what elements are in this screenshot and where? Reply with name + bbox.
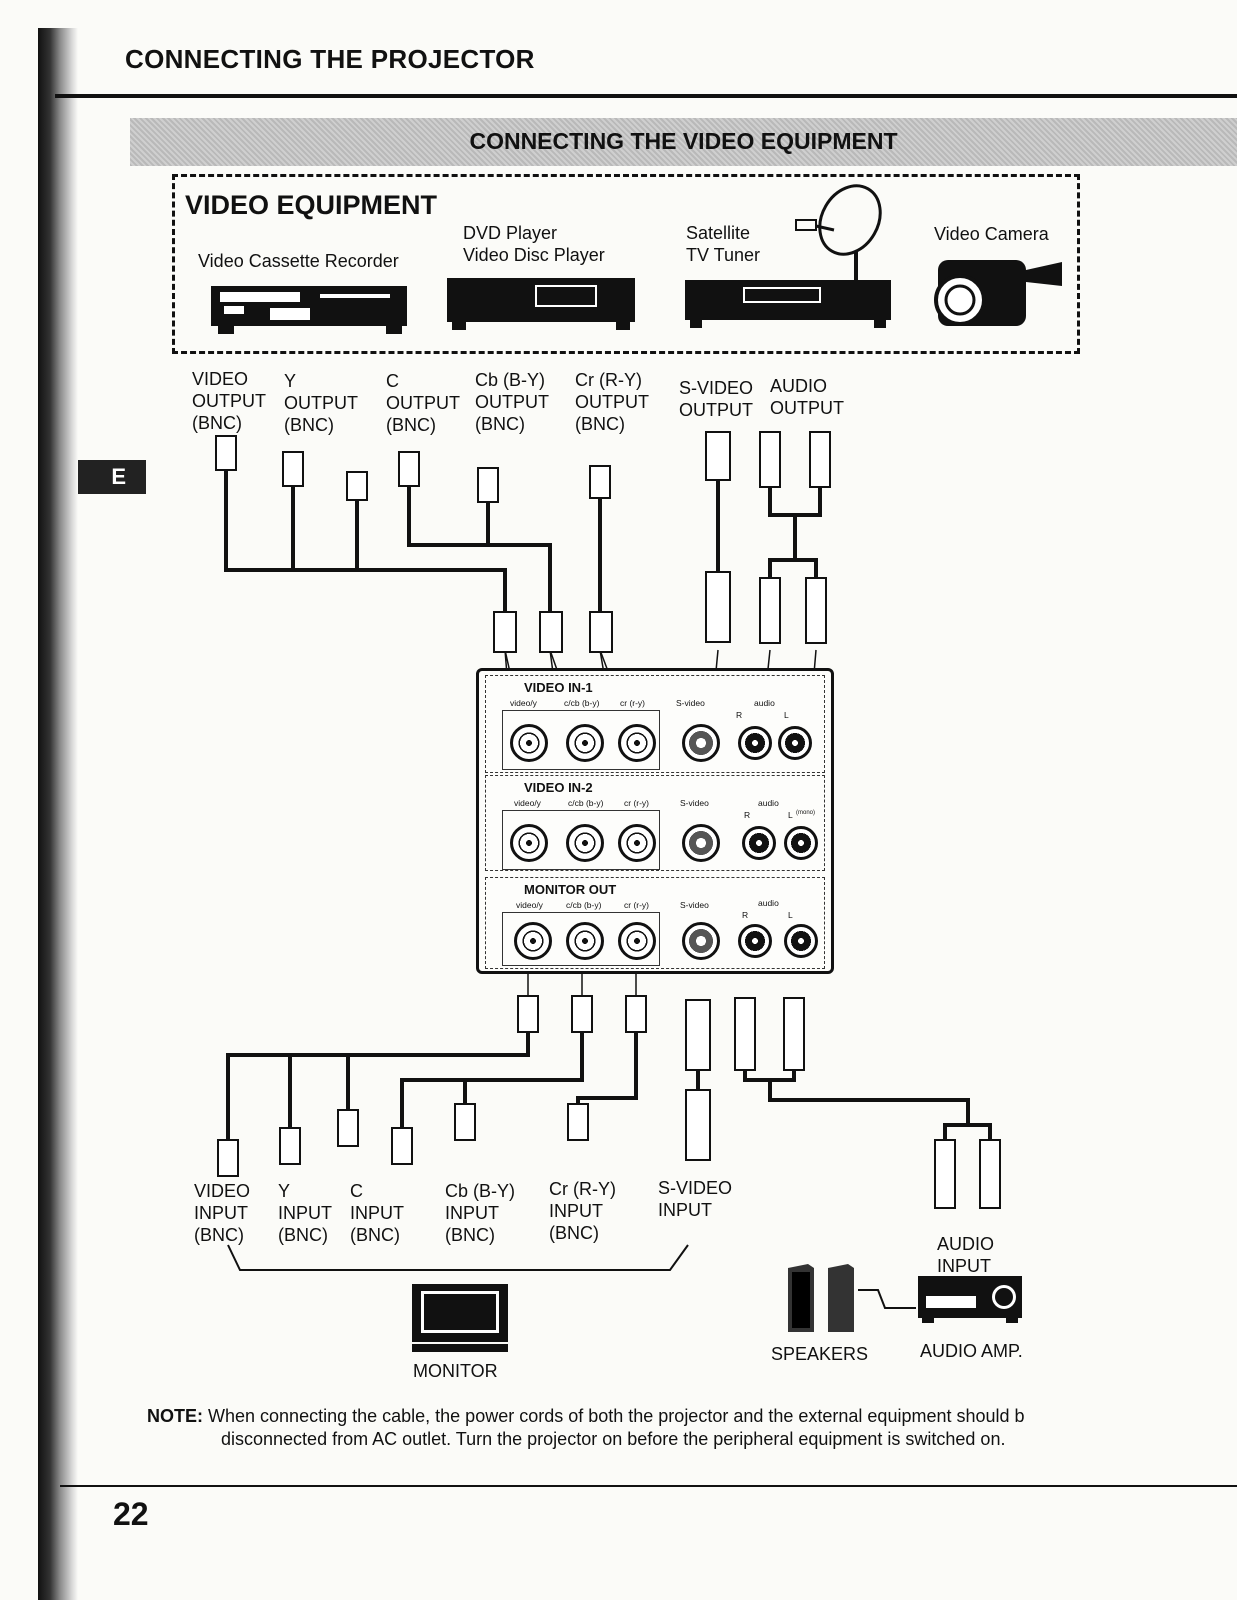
note-paragraph: NOTE: When connecting the cable, the pow… — [147, 1405, 1237, 1451]
speakers-icon — [788, 1264, 854, 1332]
projector-terminal-panel: VIDEO IN-1 video/y c/cb (b-y) cr (r-y) S… — [476, 668, 834, 974]
monitor-label: MONITOR — [413, 1361, 498, 1381]
in2-cb-label: c/cb (b-y) — [568, 798, 604, 808]
cb-input-label: Cb (B-Y) INPUT (BNC) — [445, 1181, 516, 1245]
footer-rule — [60, 1485, 1237, 1487]
speakers-label: SPEAKERS — [771, 1344, 869, 1364]
in2-audio-r-jack — [742, 826, 776, 860]
out-svideo-label: S-video — [680, 900, 709, 910]
binding-spine — [38, 28, 78, 1600]
page-title: CONNECTING THE PROJECTOR — [125, 44, 535, 74]
video-equipment-box — [172, 174, 1080, 354]
monitor-out-title: MONITOR OUT — [524, 882, 617, 897]
out-component-group — [502, 912, 660, 966]
y-output-label: Y OUTPUT (BNC) — [284, 371, 358, 435]
in1-audio-l-jack — [778, 726, 812, 760]
c-output-label: C OUTPUT (BNC) — [386, 371, 460, 435]
monitor-icon — [412, 1284, 508, 1352]
section-title: CONNECTING THE VIDEO EQUIPMENT — [469, 128, 898, 154]
video-in-2-title: VIDEO IN-2 — [524, 780, 593, 795]
cb-output-label: Cb (B-Y) OUTPUT (BNC) — [475, 370, 549, 434]
video-camera-icon — [934, 260, 1062, 326]
monitor-out-section: MONITOR OUT video/y c/cb (b-y) cr (r-y) … — [485, 877, 825, 969]
out-l-label: L — [788, 910, 793, 920]
vcr-icon — [211, 286, 407, 334]
language-tab: E — [78, 460, 146, 494]
in2-component-group — [502, 810, 660, 870]
in1-cr-jack — [618, 724, 656, 762]
in1-video-y-jack — [510, 724, 548, 762]
in1-svideo-jack — [682, 724, 720, 762]
header-rule — [55, 94, 1237, 98]
note-label: NOTE: — [147, 1406, 203, 1426]
satellite-tuner-icon — [685, 184, 891, 328]
in2-r-label: R — [744, 810, 751, 820]
in1-cb-jack — [566, 724, 604, 762]
audio-amp-label: AUDIO AMP. — [920, 1341, 1023, 1361]
note-line-1: When connecting the cable, the power cor… — [208, 1406, 1025, 1426]
out-cr-label: cr (r-y) — [624, 900, 650, 910]
cr-input-label: Cr (R-Y) INPUT (BNC) — [549, 1179, 616, 1243]
in2-cr-label: cr (r-y) — [624, 798, 650, 808]
in1-svideo-label: S-video — [676, 698, 705, 708]
out-cb-jack — [566, 922, 604, 960]
in2-mono-label: (mono) — [796, 810, 816, 816]
svideo-output-label: S-VIDEO OUTPUT — [679, 378, 754, 420]
in2-video-y-label: video/y — [514, 798, 541, 808]
video-in-1-section: VIDEO IN-1 video/y c/cb (b-y) cr (r-y) S… — [485, 675, 825, 773]
audio-input-label: AUDIO INPUT — [937, 1234, 995, 1276]
section-band: CONNECTING THE VIDEO EQUIPMENT — [130, 118, 1237, 166]
video-in-2-section: VIDEO IN-2 video/y c/cb (b-y) cr (r-y) S… — [485, 775, 825, 871]
camera-label: Video Camera — [934, 224, 1049, 244]
out-cr-jack — [618, 922, 656, 960]
satellite-label: Satellite TV Tuner — [686, 223, 761, 265]
in1-audio-r-jack — [738, 726, 772, 760]
y-input-label: Y INPUT (BNC) — [278, 1181, 332, 1245]
video-equipment-heading: VIDEO EQUIPMENT — [185, 190, 438, 220]
out-audio-r-jack — [738, 924, 772, 958]
in2-video-y-jack — [510, 824, 548, 862]
audio-amp-icon — [918, 1276, 1022, 1323]
video-input-label: VIDEO INPUT (BNC) — [194, 1181, 251, 1245]
vcr-label: Video Cassette Recorder — [198, 251, 399, 271]
page-number: 22 — [113, 1496, 149, 1532]
note-line-2: disconnected from AC outlet. Turn the pr… — [221, 1429, 1006, 1449]
in2-audio-l-jack — [784, 826, 818, 860]
in2-cb-jack — [566, 824, 604, 862]
video-output-label: VIDEO OUTPUT (BNC) — [192, 369, 266, 433]
out-svideo-jack — [682, 922, 720, 960]
cr-output-label: Cr (R-Y) OUTPUT (BNC) — [575, 370, 649, 434]
out-r-label: R — [742, 910, 749, 920]
c-input-label: C INPUT (BNC) — [350, 1181, 404, 1245]
out-video-y-jack — [514, 922, 552, 960]
in2-svideo-jack — [682, 824, 720, 862]
out-cb-label: c/cb (b-y) — [566, 900, 602, 910]
in1-video-y-label: video/y — [510, 698, 537, 708]
out-audio-label: audio — [758, 898, 779, 908]
out-audio-l-jack — [784, 924, 818, 958]
in1-audio-label: audio — [754, 698, 775, 708]
in1-cb-label: c/cb (b-y) — [564, 698, 600, 708]
in1-component-group — [502, 710, 660, 770]
dvd-label: DVD Player Video Disc Player — [463, 223, 605, 265]
in2-cr-jack — [618, 824, 656, 862]
in2-l-label: L — [788, 810, 793, 820]
in2-svideo-label: S-video — [680, 798, 709, 808]
in1-r-label: R — [736, 710, 743, 720]
dvd-player-icon — [447, 278, 635, 330]
in1-l-label: L — [784, 710, 789, 720]
out-video-y-label: video/y — [516, 900, 543, 910]
video-in-1-title: VIDEO IN-1 — [524, 680, 593, 695]
audio-output-label: AUDIO OUTPUT — [770, 376, 844, 418]
in1-cr-label: cr (r-y) — [620, 698, 646, 708]
svideo-input-label: S-VIDEO INPUT — [658, 1178, 733, 1220]
in2-audio-label: audio — [758, 798, 779, 808]
